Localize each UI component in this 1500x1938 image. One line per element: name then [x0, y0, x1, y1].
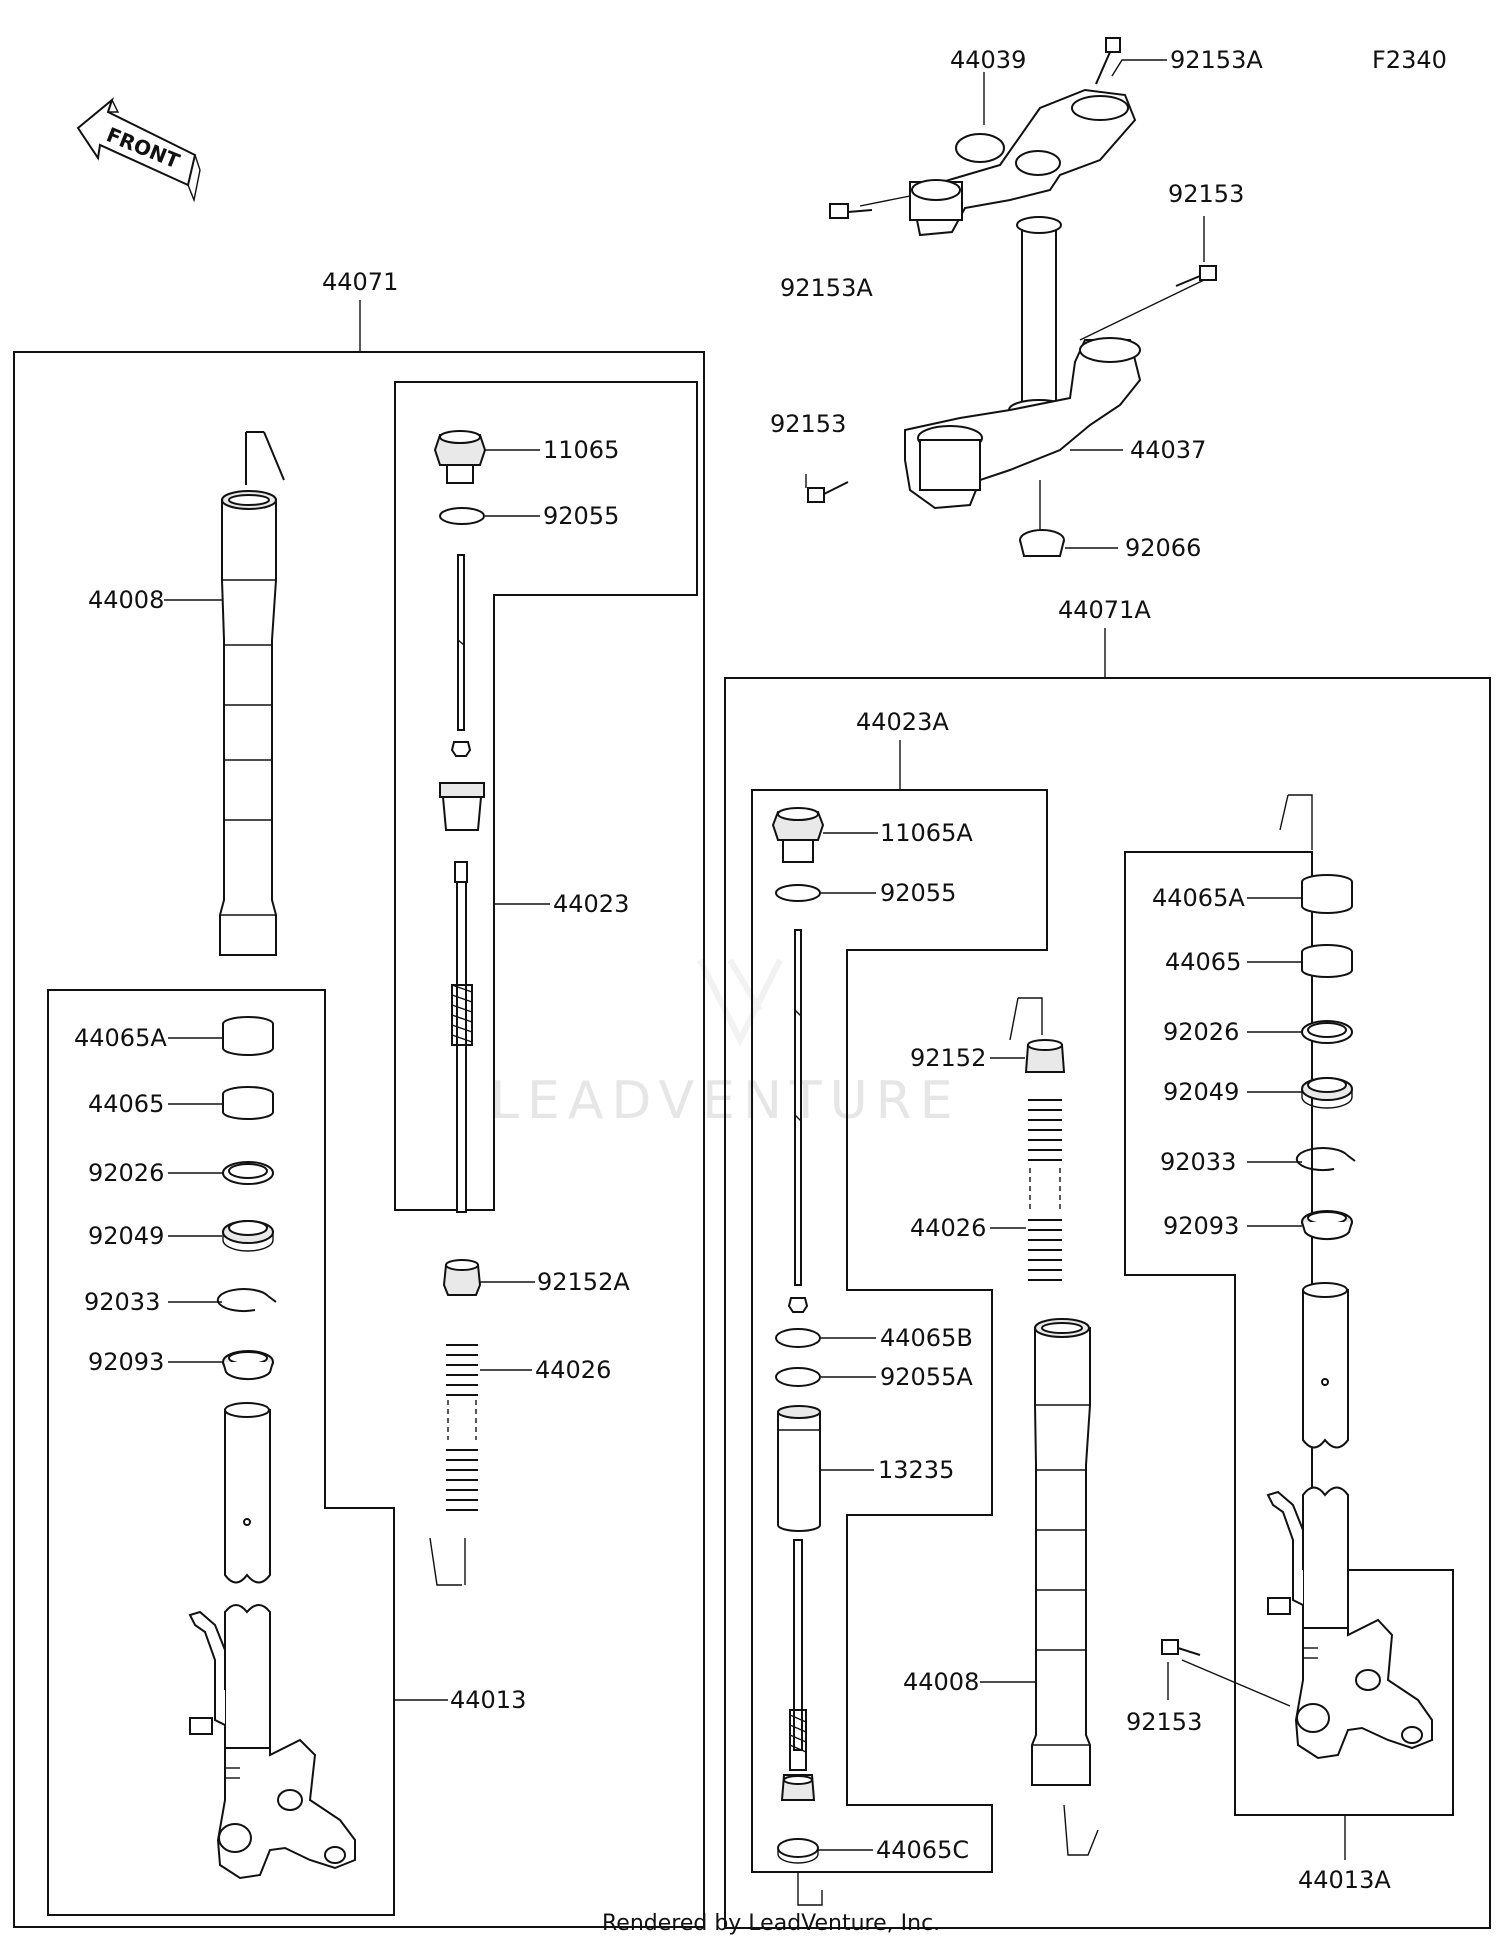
outer-tube-44008 [219, 431, 285, 956]
part-label: 44023 [553, 890, 629, 918]
part-label: 92153 [1168, 180, 1244, 208]
part-label: 92049 [1163, 1078, 1239, 1106]
bushing-44065A [222, 1016, 274, 1056]
part-label: 44013A [1298, 1866, 1391, 1894]
part-label: 44013 [450, 1686, 526, 1714]
bushing-44065 [1301, 944, 1353, 978]
part-label: 92093 [1163, 1212, 1239, 1240]
cylinder-13235 [777, 1405, 821, 1532]
cap-bolt-11065 [433, 430, 487, 484]
part-label: 92153A [780, 274, 873, 302]
part-label: 44065A [74, 1024, 167, 1052]
dust-seal-92093 [1301, 1210, 1353, 1241]
bushing-44065 [222, 1086, 274, 1120]
part-label: 11065A [880, 819, 973, 847]
dust-seal-92093 [222, 1350, 274, 1381]
part-label: 92093 [88, 1348, 164, 1376]
part-label: 92055 [880, 879, 956, 907]
part-label: 92152A [537, 1268, 630, 1296]
part-label: 92049 [88, 1222, 164, 1250]
part-label: 44037 [1130, 436, 1206, 464]
part-label: 44026 [910, 1214, 986, 1242]
washer-92026 [1301, 1020, 1353, 1044]
bolt-icon [1095, 37, 1121, 85]
part-label: 92055 [543, 502, 619, 530]
part-label: 44065 [1165, 948, 1241, 976]
nut-92152A [442, 1259, 482, 1296]
part-label: 44023A [856, 708, 949, 736]
spring-44026 [1028, 1099, 1062, 1281]
lower-triple-clamp [904, 337, 1142, 510]
steering-stem [1008, 216, 1070, 421]
part-label: 92033 [84, 1288, 160, 1316]
o-ring-92055A [775, 1367, 821, 1387]
sub-box-44013A [1124, 851, 1454, 1816]
push-rod [439, 554, 485, 1213]
part-label: 44065C [876, 1836, 969, 1864]
bolt-icon [807, 481, 849, 503]
part-label: 92055A [880, 1363, 973, 1391]
bushing-44065A [1301, 874, 1353, 914]
cap-bolt-11065A [771, 807, 825, 863]
o-ring-92055 [439, 507, 485, 525]
washer-44065C [777, 1838, 819, 1864]
part-label: 44026 [535, 1356, 611, 1384]
footer-credit: Rendered by LeadVenture, Inc. [602, 1911, 940, 1936]
outer-tube-44008 [1031, 1318, 1099, 1856]
part-label: 44071A [1058, 596, 1151, 624]
bolt-icon [1175, 265, 1217, 287]
part-label: 44065 [88, 1090, 164, 1118]
inner-tube-44013A [1266, 1282, 1433, 1760]
o-ring-92055 [775, 884, 821, 902]
diagram-code: F2340 [1372, 46, 1447, 74]
part-label: 92153 [770, 410, 846, 438]
circlip-92033 [1295, 1147, 1356, 1172]
part-label: 92152 [910, 1044, 986, 1072]
spring-44026 [429, 1344, 478, 1586]
push-rod [787, 929, 809, 1313]
washer-92026 [222, 1161, 274, 1185]
nut-92152 [1024, 1039, 1066, 1073]
oil-seal-92049 [222, 1220, 274, 1252]
part-label: 44008 [903, 1668, 979, 1696]
oil-seal-92049 [1301, 1077, 1353, 1109]
part-label: 92026 [1163, 1018, 1239, 1046]
part-label: 44065A [1152, 884, 1245, 912]
bolt-icon [829, 203, 873, 219]
circlip-92033 [216, 1288, 277, 1313]
watermark: LEADVENTURE [490, 1071, 961, 1131]
inner-tube-44013 [188, 1402, 356, 1880]
sub-box-44013 [47, 989, 395, 1916]
o-ring-44065B [775, 1328, 821, 1348]
assembly-box-44071 [13, 351, 705, 1928]
part-label: 92153A [1170, 46, 1263, 74]
part-label: 44008 [88, 586, 164, 614]
stem-cap [1019, 529, 1065, 557]
sub-box-44023A [751, 789, 1048, 1873]
damper-rod [780, 1539, 816, 1801]
part-label: 44071 [322, 268, 398, 296]
upper-triple-clamp [909, 88, 1137, 237]
part-label: 92153 [1126, 1708, 1202, 1736]
part-label: 92033 [1160, 1148, 1236, 1176]
part-label: 92026 [88, 1159, 164, 1187]
part-label: 92066 [1125, 534, 1201, 562]
sub-box-44023 [394, 381, 698, 1211]
assembly-box-44071A [724, 677, 1491, 1929]
part-label: 13235 [878, 1456, 954, 1484]
part-label: 11065 [543, 436, 619, 464]
part-label: 44039 [950, 46, 1026, 74]
part-label: 44065B [880, 1324, 973, 1352]
bolt-icon [1161, 1639, 1291, 1707]
front-arrow-icon: FRONT [76, 97, 201, 203]
watermark-logo [697, 958, 783, 1047]
